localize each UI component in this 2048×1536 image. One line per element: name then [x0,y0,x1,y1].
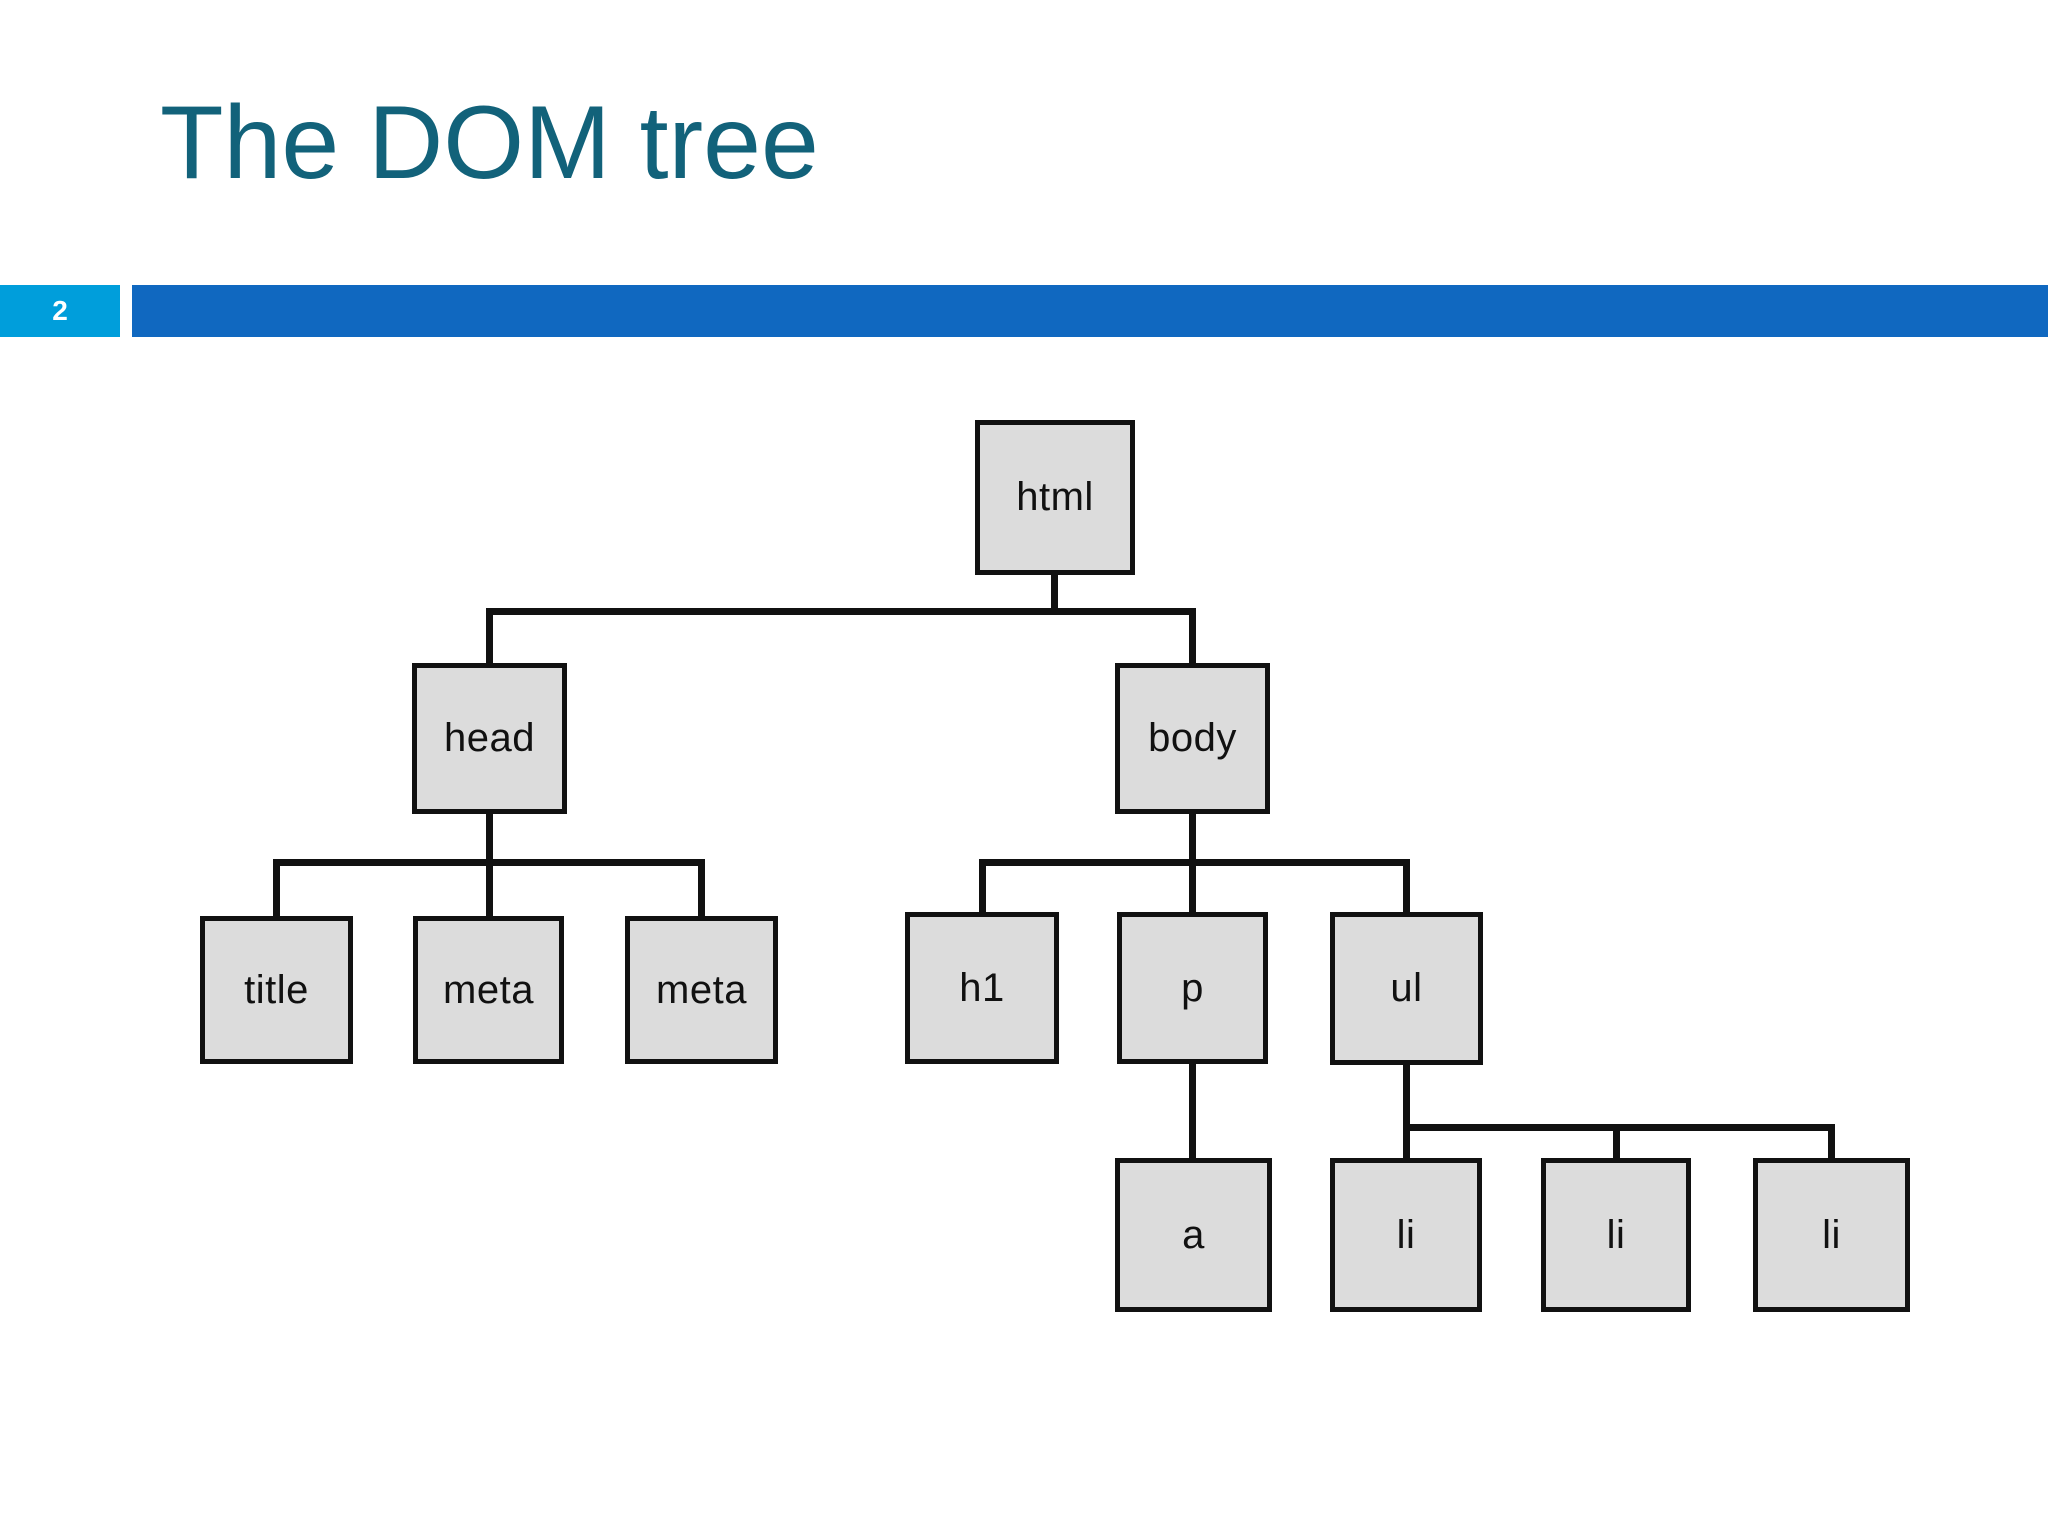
edge-p-a [1189,1064,1196,1162]
tree-node-li-2[interactable]: li [1541,1158,1691,1312]
edge-body-h1-riser [979,859,986,915]
header-rule: 2 [0,285,2048,337]
tree-node-head[interactable]: head [412,663,567,814]
tree-node-label: li [1396,1212,1416,1257]
tree-node-label: a [1182,1212,1205,1257]
tree-node-meta-2[interactable]: meta [625,916,778,1064]
tree-node-label: h1 [959,965,1005,1010]
tree-node-label: body [1148,716,1237,760]
tree-node-ul[interactable]: ul [1330,912,1483,1065]
tree-node-label: li [1606,1212,1626,1257]
tree-node-html[interactable]: html [975,420,1135,575]
tree-node-li-1[interactable]: li [1330,1158,1482,1312]
edge-html-drop [1051,575,1058,615]
tree-node-label: head [444,716,535,760]
tree-node-p[interactable]: p [1117,912,1268,1064]
tree-node-label: li [1822,1212,1841,1257]
page-title: The DOM tree [160,85,819,201]
edge-body-drop [1189,814,1196,864]
tree-node-a[interactable]: a [1115,1158,1272,1312]
tree-node-title[interactable]: title [200,916,353,1064]
edge-head-title-riser [273,859,280,919]
edge-html-body-riser [1189,608,1196,666]
edge-ul-drop [1403,1065,1410,1163]
tree-node-li-3[interactable]: li [1753,1158,1910,1312]
edge-ul-li2-riser [1613,1124,1620,1164]
tree-node-label: ul [1390,966,1423,1010]
edge-head-drop [486,814,493,864]
tree-node-h1[interactable]: h1 [905,912,1059,1064]
tree-node-label: p [1181,965,1204,1010]
edge-ul-li3-riser [1828,1124,1835,1164]
edge-body-p-riser [1189,859,1196,915]
tree-node-label: meta [443,967,534,1012]
tree-node-label: html [1016,475,1094,519]
slide-number-badge: 2 [0,285,120,337]
edge-head-meta2-riser [698,859,705,919]
tree-node-label: meta [656,967,747,1012]
tree-node-label: title [244,967,309,1012]
edge-head-meta1-riser [486,859,493,919]
tree-node-body[interactable]: body [1115,663,1270,814]
edge-html-head-riser [486,608,493,666]
header-accent-bar [132,285,2048,337]
edge-html-rail [486,608,1196,615]
edge-body-ul-riser [1403,859,1410,915]
tree-node-meta-1[interactable]: meta [413,916,564,1064]
